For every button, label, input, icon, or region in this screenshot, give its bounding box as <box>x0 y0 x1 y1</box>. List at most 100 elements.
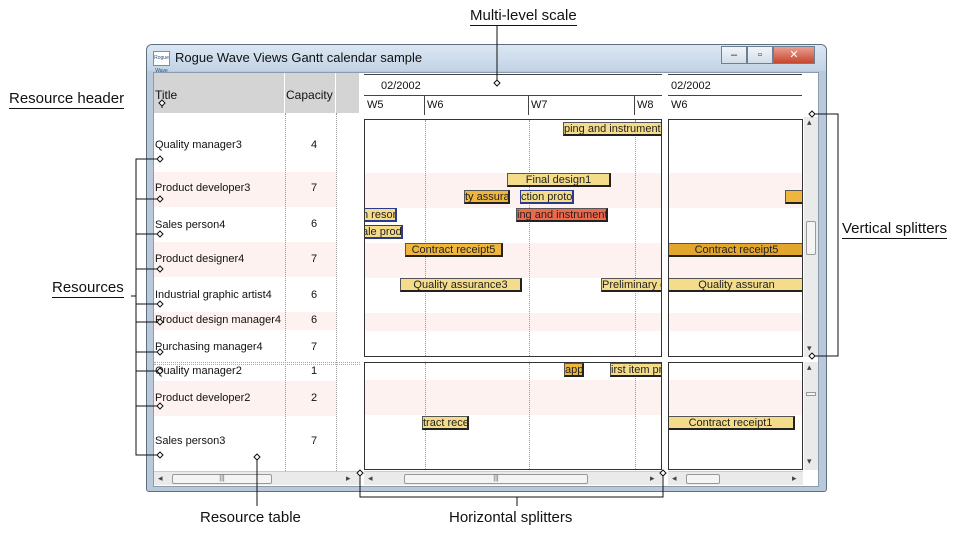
scroll-left-arrow-icon[interactable]: ◂ <box>158 473 163 483</box>
task-bar[interactable]: Preliminary d <box>601 278 661 292</box>
close-button[interactable]: ✕ <box>773 46 815 64</box>
client-area: Title Capacity Quality manager3 4 Product… <box>153 72 819 487</box>
task-bar[interactable]: tract rece <box>422 416 469 430</box>
resource-table-callout: Resource table <box>200 509 301 526</box>
scale-mid-line <box>668 95 802 96</box>
week-gridline <box>635 363 636 469</box>
task-bar[interactable]: Contract receipt1 <box>669 416 795 430</box>
table-row[interactable]: Product design manager4 6 <box>154 312 336 330</box>
column-capacity-label: Capacity <box>286 88 333 102</box>
task-bar[interactable]: ction prototy <box>520 190 574 204</box>
title-bar[interactable]: Rogue Wave Rogue Wave Views Gantt calend… <box>147 45 826 74</box>
task-bar[interactable]: ale prod <box>365 225 403 239</box>
resource-capacity: 4 <box>310 139 318 151</box>
scale-week-label: W7 <box>531 99 548 111</box>
resource-title: Product developer2 <box>155 392 251 404</box>
top-vertical-scrollbar[interactable]: ▴ ▾ <box>804 117 818 357</box>
gantt-sheet-right-bottom[interactable]: Contract receipt1 <box>668 362 803 470</box>
gantt-sheet-right-top[interactable]: Contract receipt5 Quality assuran <box>668 119 803 357</box>
task-bar[interactable]: ty assura <box>464 190 510 204</box>
task-bar[interactable]: ing and instrument <box>516 208 608 222</box>
maximize-button[interactable]: ▫ <box>747 46 773 64</box>
task-bar[interactable]: irst item pro <box>610 363 661 377</box>
scale-week-label: W5 <box>367 99 384 111</box>
week-gridline <box>529 363 530 469</box>
row-band <box>669 380 802 415</box>
week-tick <box>634 95 635 115</box>
scroll-right-arrow-icon[interactable]: ▸ <box>346 473 351 483</box>
resource-header-capacity[interactable]: Capacity <box>285 73 336 113</box>
row-divider <box>154 362 360 363</box>
resources-callout: Resources <box>52 279 124 298</box>
vertical-scroll-thumb[interactable] <box>806 392 816 396</box>
resource-capacity: 7 <box>310 182 318 194</box>
scroll-up-arrow-icon[interactable]: ▴ <box>807 117 812 127</box>
resource-capacity: 6 <box>310 314 318 326</box>
gantt-sheet-left-top[interactable]: ping and instrument t Final design1 ty a… <box>364 119 662 357</box>
task-bar[interactable]: app <box>564 363 584 377</box>
resource-title: Product designer4 <box>155 253 245 265</box>
scroll-left-arrow-icon[interactable]: ◂ <box>368 473 373 483</box>
right-sheet-horizontal-scrollbar[interactable]: ◂ ▸ <box>668 471 803 485</box>
gantt-window: Rogue Wave Rogue Wave Views Gantt calend… <box>146 44 827 492</box>
app-logo-icon: Rogue Wave <box>153 51 170 74</box>
table-horizontal-scrollbar[interactable]: ◂ ||| ▸ <box>154 471 360 485</box>
task-bar[interactable]: n resor <box>365 208 397 222</box>
week-gridline <box>529 120 530 356</box>
week-tick <box>528 95 529 115</box>
gantt-sheet-left-bottom[interactable]: app irst item pro tract rece <box>364 362 662 470</box>
scale-month-label: 02/2002 <box>671 80 711 92</box>
scroll-down-arrow-icon[interactable]: ▾ <box>807 456 812 466</box>
week-gridline <box>425 120 426 356</box>
minimize-button[interactable]: – <box>721 46 747 64</box>
scroll-up-arrow-icon[interactable]: ▴ <box>807 362 812 372</box>
scroll-thumb[interactable]: ||| <box>404 474 588 484</box>
resource-header-title[interactable]: Title <box>154 73 285 113</box>
row-band <box>669 173 802 208</box>
scroll-right-arrow-icon[interactable]: ▸ <box>792 473 797 483</box>
gantt-scale-left: 02/2002 W5 W6 W7 W8 <box>364 73 662 115</box>
horizontal-splitters-callout: Horizontal splitters <box>449 509 573 526</box>
scroll-left-arrow-icon[interactable]: ◂ <box>672 473 677 483</box>
task-bar[interactable] <box>785 190 802 204</box>
scroll-thumb[interactable]: ||| <box>172 474 272 484</box>
scroll-thumb[interactable] <box>686 474 720 484</box>
resource-capacity: 1 <box>310 365 318 377</box>
task-bar[interactable]: Contract receipt5 <box>669 243 802 257</box>
task-bar[interactable]: Quality assurance3 <box>400 278 522 292</box>
resource-title: Product design manager4 <box>155 314 281 326</box>
resource-capacity: 7 <box>310 435 318 447</box>
column-divider <box>336 113 337 471</box>
resource-capacity: 7 <box>310 341 318 353</box>
left-sheet-horizontal-scrollbar[interactable]: ◂ ||| ▸ <box>364 471 662 485</box>
resource-title: Quality manager3 <box>155 139 242 151</box>
scroll-right-arrow-icon[interactable]: ▸ <box>650 473 655 483</box>
task-bar[interactable]: Contract receipt5 <box>405 243 503 257</box>
week-tick <box>424 95 425 115</box>
column-divider <box>285 113 286 471</box>
scale-top-line <box>668 74 802 75</box>
resource-capacity: 6 <box>310 289 318 301</box>
task-bar[interactable]: Final design1 <box>507 173 611 187</box>
scroll-down-arrow-icon[interactable]: ▾ <box>807 343 812 353</box>
resource-table: Title Capacity Quality manager3 4 Product… <box>154 73 360 471</box>
task-bar[interactable]: Quality assuran <box>669 278 802 292</box>
table-row[interactable]: Quality manager3 4 <box>154 119 336 172</box>
vertical-splitters-callout: Vertical splitters <box>842 220 948 239</box>
gantt-scale-right: 02/2002 W6 <box>668 73 802 115</box>
bottom-vertical-scrollbar[interactable]: ▴ ▾ <box>804 362 818 470</box>
vertical-scroll-thumb[interactable] <box>806 221 816 255</box>
column-title-label: Title <box>155 88 178 102</box>
scale-mid-line <box>364 95 662 96</box>
row-divider <box>154 364 360 365</box>
task-bar[interactable]: ping and instrument t <box>563 122 661 136</box>
scale-week-label: W8 <box>637 99 654 111</box>
